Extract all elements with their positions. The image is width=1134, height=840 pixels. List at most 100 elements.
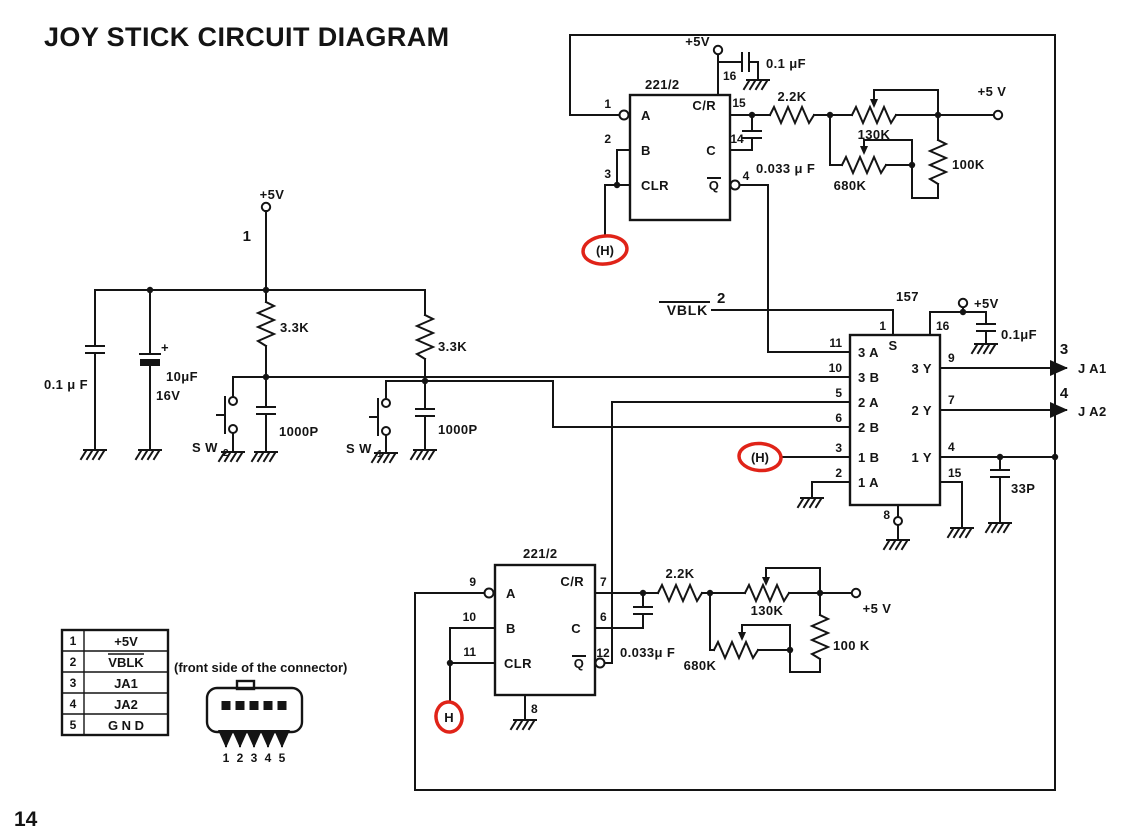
pin-label-qbar: Q [709,178,720,193]
elec-cap-polarity: + [161,340,169,355]
table-pin: 5 [70,718,77,732]
timer-top: 221/2 +5V 0.1 μF 2.2K 130K 680K 100K +5 … [604,34,1006,353]
page-number: 14 [14,808,38,831]
connector-drawing: (front side of the connector) 1 2 3 4 5 [174,660,347,765]
pin-number: 8 [883,508,890,522]
switch-contact [228,424,238,434]
decoupling-capacitor [741,52,750,72]
switch-contact [381,398,391,408]
ground-symbol [743,79,770,90]
pin-label-s: S [888,338,897,353]
annotation-circles: (H) (H) H [434,234,783,734]
handwritten-circle-annotation [737,441,783,473]
resistor-3p3k-2-value: 3.3K [438,339,467,354]
table-signal: G N D [108,718,144,733]
pin-number: 11 [829,336,842,350]
pin-number: 9 [469,575,476,589]
pin-number: 15 [948,466,962,480]
mux-157: 157 +5V 0.1μF 33P 3 J A1 4 J A2 S 3 A 3 … [265,289,1107,550]
page-title: JOY STICK CIRCUIT DIAGRAM [44,22,450,52]
pin-number: 4 [948,440,955,454]
sw1-subscript: 1 [377,449,383,460]
connector-pin [263,701,273,710]
resistor-100k [929,139,947,185]
inverting-bubble [618,109,630,121]
pin1-wire-number: 1 [243,228,251,245]
table-signal: +5V [114,634,138,649]
connector-table: 1 +5V 2 VBLK 3 JA1 4 JA2 5 G N D [60,628,170,737]
pin-label-b: B [641,143,651,158]
connector-pin [235,701,245,710]
ja2-wire-number: 4 [1060,385,1069,402]
pin-label-a: A [506,586,516,601]
bypass-cap-value: 0.1 μ F [44,377,88,392]
pin-label-1y: 1 Y [912,450,932,465]
pin-label-a: A [641,108,651,123]
pin-label-1a: 1 A [858,475,879,490]
trimmer-130k [744,584,790,602]
bypass-capacitor: 0.1 μ F [44,289,107,460]
pin-number: 6 [600,610,607,624]
table-pin: 2 [70,655,77,669]
timer-top-vcc-label: +5V [685,34,710,49]
pin-number: 3 [604,167,611,181]
pin-number: 1 [879,319,886,333]
ground-symbol [135,449,162,460]
pin-number: 16 [723,69,737,83]
pin-number: 16 [936,319,950,333]
timer-bottom: 221/2 2.2K 130K 680K 100 K +5 V 0.033μ F… [446,401,892,730]
ja1-label: J A1 [1078,361,1107,376]
timer-top-decoupling-value: 0.1 μF [766,56,806,71]
annotation-h-top: (H) [596,243,614,258]
sw2-label: S W [192,440,218,455]
plus5v-terminal [260,201,272,213]
switch-contact [228,396,238,406]
pin-number: 7 [600,575,607,589]
trimmer-680k [713,641,759,659]
resistor-2p2k [657,584,703,602]
trimmer-130k-value: 130K [858,127,891,142]
mux-ic-body [848,333,942,507]
capacitor-1000p-2-value: 1000P [438,422,478,437]
resistor-3p3k-1 [257,301,275,347]
resistor-100k [811,614,829,660]
resistor-3p3k-1-value: 3.3K [280,320,309,335]
pin-label-3y: 3 Y [912,361,932,376]
plus5v-terminal [850,587,862,599]
pin-label-2b: 2 B [858,420,879,435]
pin-label-qbar: Q [574,656,585,671]
rail-plus5v-label: +5 V [863,601,892,616]
pin-label-c: C [706,143,716,158]
vblk-wire-number: 2 [717,290,725,307]
vblk-label: VBLK [667,302,708,318]
pin-number: 15 [732,96,746,110]
handwritten-circle-annotation [434,700,464,734]
trimmer-130k-value: 130K [751,603,784,618]
pin-label-3a: 3 A [858,345,879,360]
capacitor-33p-value: 33P [1011,481,1035,496]
annotation-h-bottom: H [444,710,453,725]
pin-number: 8 [531,702,538,716]
pin-number: 1 [604,97,611,111]
connector-pin-number: 3 [251,751,258,765]
table-pin: 4 [70,697,77,711]
pin-label-2a: 2 A [858,395,879,410]
table-signal: JA2 [114,697,138,712]
connector-pin-number: 2 [237,751,244,765]
trimmer-680k-value: 680K [834,178,867,193]
resistor-2p2k-value: 2.2K [665,566,694,581]
connector-pin-number: 4 [265,751,272,765]
resistor-2p2k [769,106,815,124]
pin-label-c: C [571,621,581,636]
rc-branch-sw1: 3.3K S W 1 1000P [346,289,478,463]
rc-branch-sw2: 3.3K S W 2 1000P [192,289,318,462]
resistor-2p2k-value: 2.2K [777,89,806,104]
plus5v-terminal [957,297,969,309]
connector-pin-number: 5 [279,751,286,765]
pin-label-clr: CLR [641,178,669,193]
pin-number: 5 [835,386,842,400]
pin-number: 4 [743,169,750,183]
pin-label-1b: 1 B [858,450,879,465]
connector-caption: (front side of the connector) [174,660,347,675]
